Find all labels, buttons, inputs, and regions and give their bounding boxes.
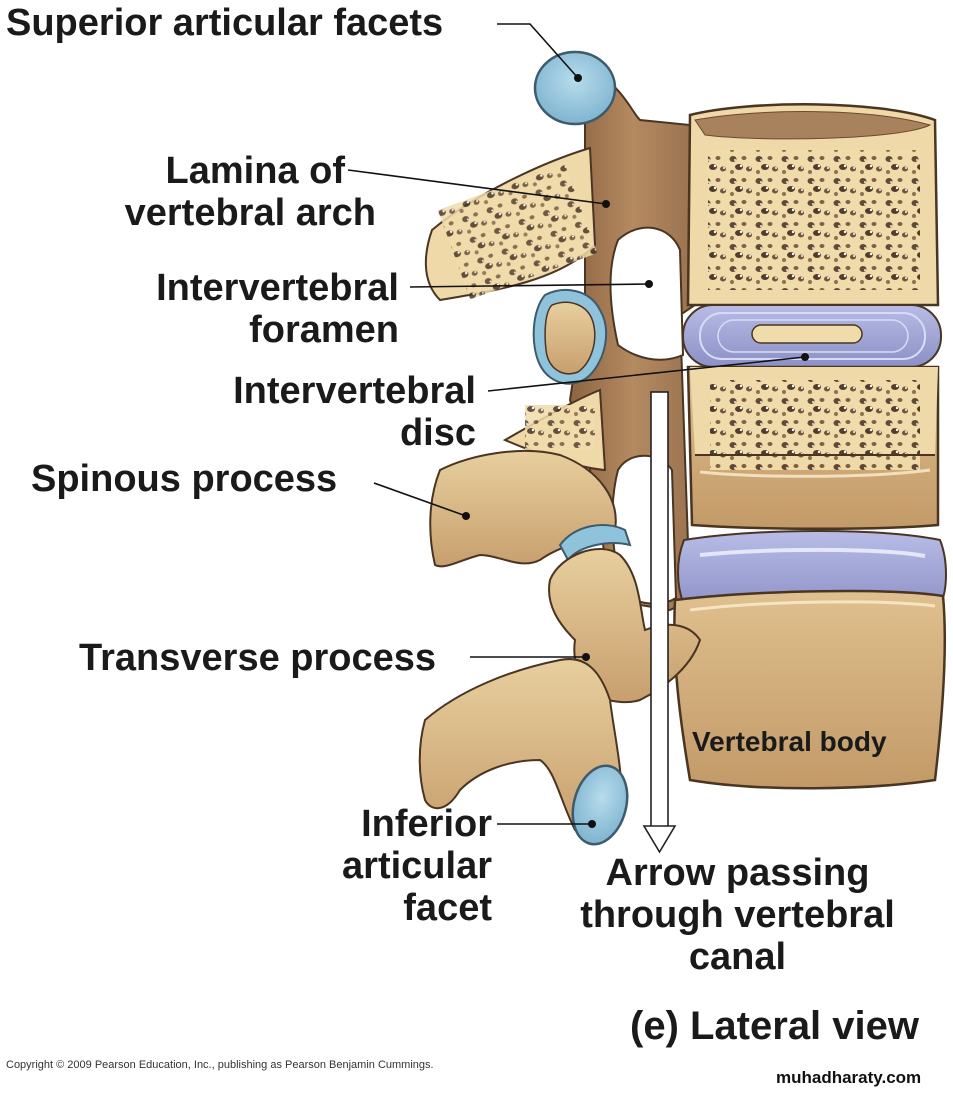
- label-intervertebral-foramen: Intervertebral foramen: [156, 267, 399, 351]
- label-arrow-line-2: through vertebral: [580, 894, 895, 936]
- leader-spinous: [373, 482, 467, 517]
- label-spinous-process: Spinous process: [31, 458, 338, 500]
- label-superior-articular-facets: Superior articular facets: [6, 2, 444, 44]
- intervertebral-disc-upper: [682, 304, 942, 368]
- label-inferior-articular-facet: Inferior articular facet: [342, 803, 492, 929]
- label-foramen-line-1: Intervertebral: [156, 267, 399, 309]
- watermark: muhadharaty.com: [776, 1068, 922, 1087]
- label-arrow-line-3: canal: [688, 936, 787, 978]
- label-lamina-line-2: vertebral arch: [124, 192, 376, 234]
- view-title: (e) Lateral view: [630, 1004, 920, 1048]
- lower-facet-joint: [558, 524, 632, 562]
- copyright-notice: Copyright © 2009 Pearson Education, Inc.…: [6, 1059, 434, 1071]
- label-foramen-line-2: foramen: [249, 309, 399, 351]
- leader-lamina: [347, 169, 607, 205]
- label-transverse-process: Transverse process: [79, 637, 437, 679]
- leader-disc: [487, 356, 806, 392]
- label-disc-line-1: Intervertebral: [233, 370, 476, 412]
- label-disc-line-2: disc: [399, 412, 476, 454]
- middle-vertebral-body: [686, 365, 940, 530]
- leader-foramen: [409, 283, 650, 288]
- label-intervertebral-disc: Intervertebral disc: [233, 370, 476, 454]
- label-vertebral-body: Vertebral body: [692, 726, 887, 757]
- lower-vertebral-body: [673, 589, 947, 790]
- label-lamina-line-1: Lamina of: [165, 150, 345, 192]
- superior-articular-facet: [533, 50, 617, 126]
- leader-lines: [347, 23, 806, 825]
- upper-facet-joint: [532, 289, 608, 385]
- upper-lamina-section: [424, 146, 598, 302]
- vertebral-canal-arrow: [642, 391, 677, 854]
- upper-vertebral-body: [686, 103, 940, 307]
- label-arrow-line-1: Arrow passing: [605, 852, 870, 894]
- label-inferior-line-2: articular: [342, 845, 492, 887]
- label-arrow-caption: Arrow passing through vertebral canal: [560, 852, 915, 978]
- label-lamina: Lamina of: [166, 150, 345, 192]
- label-inferior-line-3: facet: [403, 887, 492, 929]
- label-inferior-line-1: Inferior: [361, 803, 492, 845]
- leader-superior-facet: [497, 23, 579, 79]
- leader-dots: [462, 74, 809, 828]
- label-lamina-2: vertebral arch: [125, 192, 376, 234]
- intervertebral-foramen-upper: [609, 226, 685, 361]
